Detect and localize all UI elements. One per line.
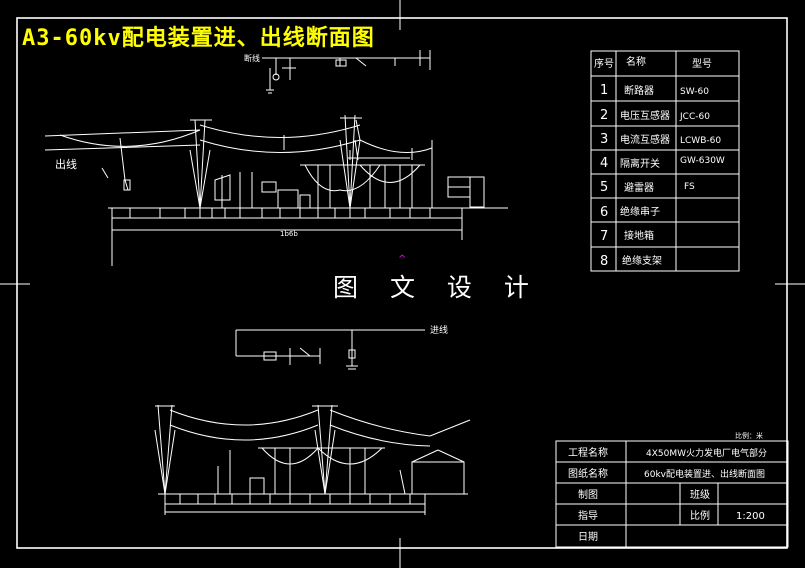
row-2-name: 电压互感器: [620, 109, 670, 122]
row-5-no: 5: [600, 180, 608, 195]
project-value: 4X50MW火力发电厂电气部分: [646, 447, 767, 459]
row-6-no: 6: [600, 205, 608, 220]
bottom-section-diagram: [154, 404, 471, 515]
table-header-no: 序号: [594, 57, 614, 70]
row-8-name: 绝缘支架: [622, 254, 662, 267]
center-marker: ^: [398, 254, 406, 265]
row-1-model: SW-60: [680, 87, 709, 97]
row-3-name: 电流互感器: [620, 133, 670, 146]
dimension-label: 1b6b: [280, 230, 298, 238]
title-block-grid: [555, 440, 789, 548]
row-3-no: 3: [600, 132, 608, 147]
incoming-line-label: 进线: [430, 324, 448, 336]
drawing-frame: [16, 17, 788, 549]
middle-schematic: [235, 329, 425, 370]
drawing-name-label: 图纸名称: [568, 467, 608, 480]
row-5-model: FS: [684, 182, 695, 192]
parts-table-grid: [590, 50, 740, 272]
drawn-label: 制图: [578, 488, 598, 501]
row-4-model: GW-630W: [680, 156, 725, 166]
table-header-name: 名称: [626, 55, 646, 68]
row-4-name: 隔离开关: [620, 157, 660, 170]
row-6-name: 绝缘串子: [620, 205, 660, 218]
row-1-name: 断路器: [624, 84, 654, 97]
table-header-model: 型号: [692, 57, 712, 70]
break-line-label: 断线: [244, 53, 260, 63]
project-label: 工程名称: [568, 446, 608, 459]
date-label: 日期: [578, 531, 598, 543]
scale-value: 1:200: [736, 511, 765, 522]
title-block: 工程名称 4X50MW火力发电厂电气部分 图纸名称 60kv配电装置进、出线断面…: [568, 446, 767, 543]
row-8-no: 8: [600, 254, 608, 269]
row-7-name: 接地箱: [624, 229, 654, 242]
scale-label: 比例: [690, 509, 710, 522]
grade-label: 班级: [690, 489, 710, 501]
scale-note: 比例：米: [735, 431, 763, 440]
row-2-no: 2: [600, 108, 608, 123]
parts-table: 序号 名称 型号 1 断路器 SW-60 2 电压互感器 JCC-60 3 电流…: [594, 55, 725, 269]
row-4-no: 4: [600, 156, 608, 171]
drawing-title: A3-60kv配电装置进、出线断面图: [22, 26, 375, 51]
watermark-text: 图 文 设 计: [333, 273, 541, 302]
top-section-diagram: [44, 50, 508, 266]
guide-label: 指导: [578, 509, 598, 522]
row-2-model: JCC-60: [679, 112, 710, 122]
row-3-model: LCWB-60: [680, 136, 721, 146]
row-1-no: 1: [600, 83, 608, 98]
outgoing-line-label: 出线: [55, 157, 77, 171]
drawing-name-value: 60kv配电装置进、出线断面图: [644, 468, 765, 480]
row-5-name: 避雷器: [624, 181, 654, 194]
row-7-no: 7: [600, 229, 608, 244]
